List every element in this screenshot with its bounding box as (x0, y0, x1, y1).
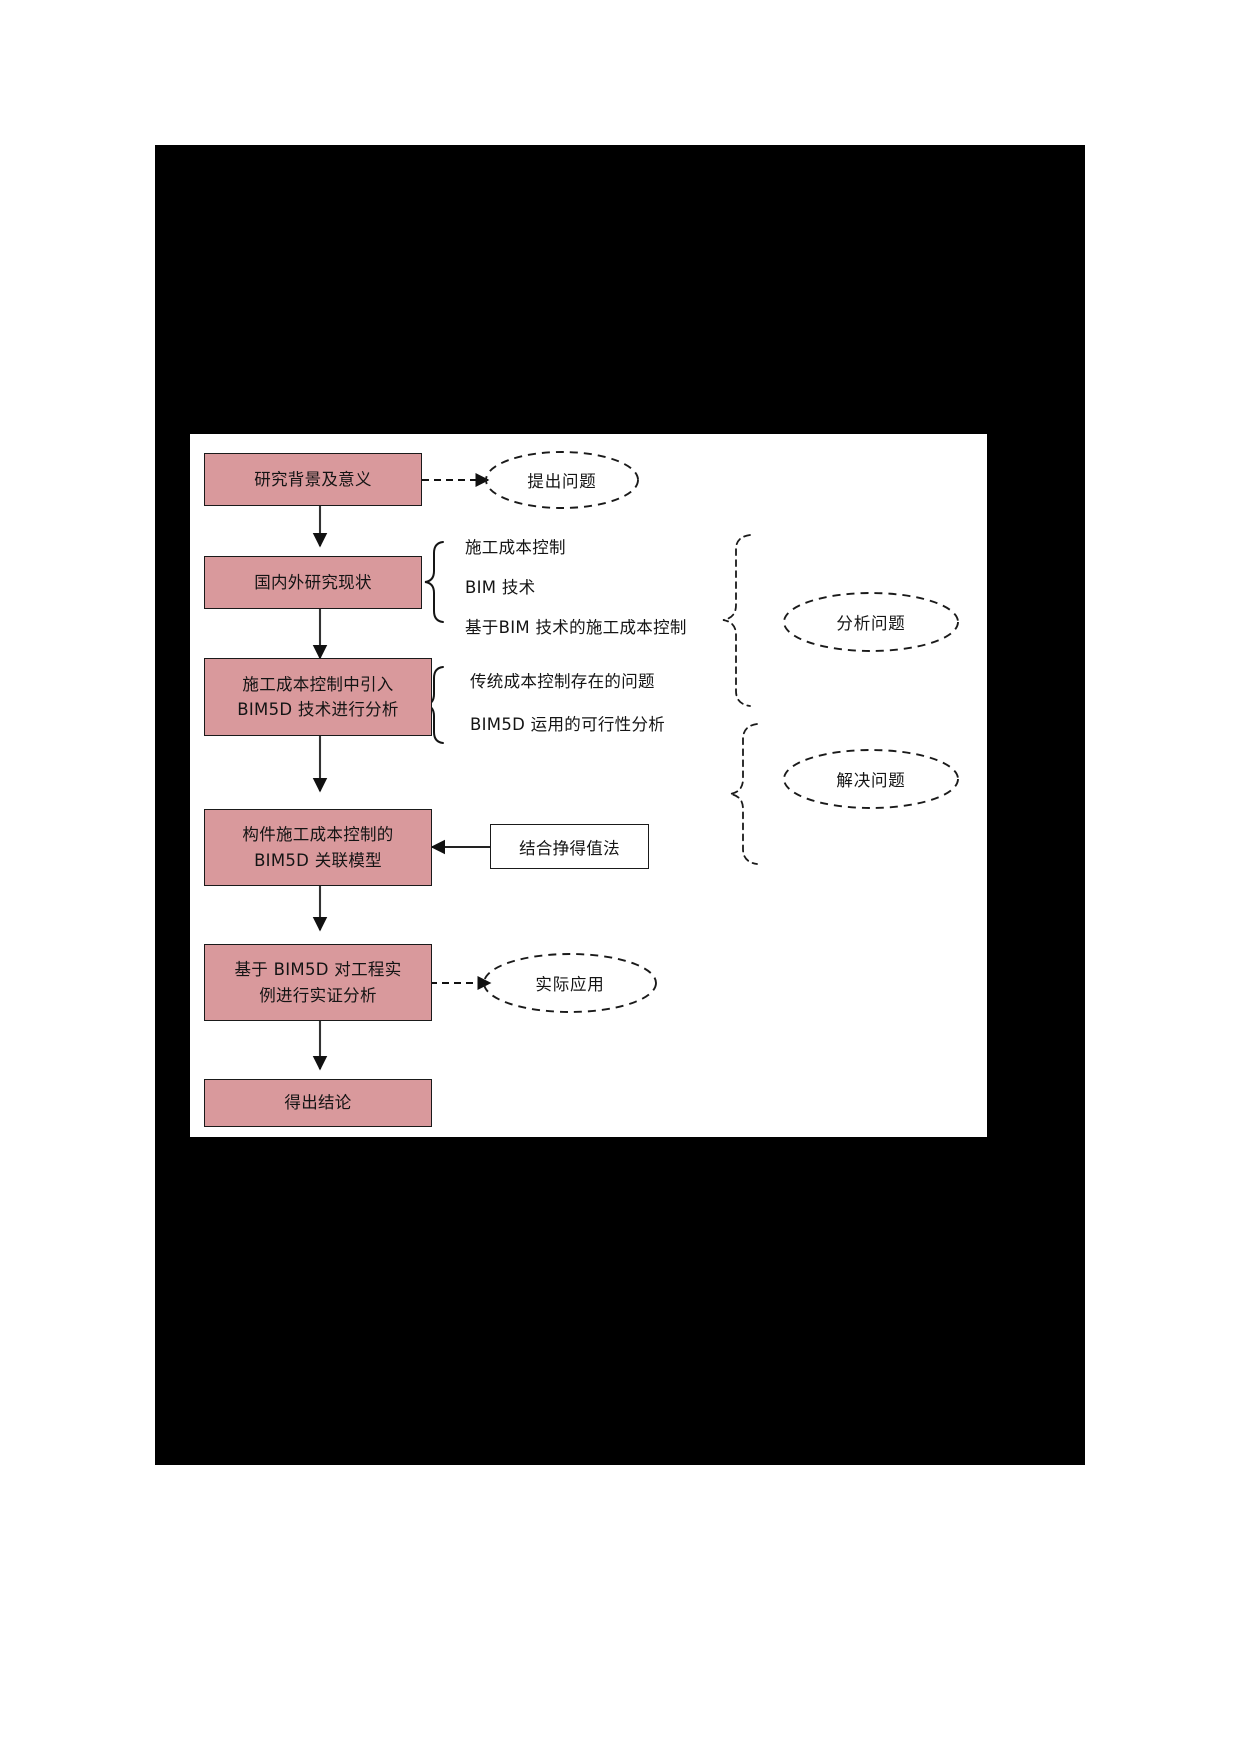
process-box-introduce-bim5d[interactable]: 施工成本控制中引入 BIM5D 技术进行分析 (204, 658, 432, 736)
flowchart-canvas: 研究背景及意义 国内外研究现状 施工成本控制中引入 BIM5D 技术进行分析 构… (190, 434, 987, 1137)
process-box-line: 构件施工成本控制的 (242, 825, 394, 845)
process-box-line: 基于 BIM5D 对工程实 (234, 960, 402, 980)
process-box-line: 例进行实证分析 (259, 985, 377, 1005)
branch-item-intro-1: BIM5D 运用的可行性分析 (470, 711, 665, 735)
ellipse-raise-problem[interactable]: 提出问题 (486, 452, 638, 508)
process-box-line: 研究背景及意义 (254, 469, 372, 489)
branch-item-label: 基于BIM 技术的施工成本控制 (465, 618, 687, 637)
ellipse-label: 实际应用 (535, 975, 605, 994)
branch-item-status-2: 基于BIM 技术的施工成本控制 (465, 614, 687, 638)
process-box-case-study[interactable]: 基于 BIM5D 对工程实 例进行实证分析 (204, 944, 432, 1021)
branch-item-label: BIM5D 运用的可行性分析 (470, 715, 666, 734)
process-box-line: 得出结论 (284, 1093, 352, 1113)
ellipse-label: 解决问题 (836, 771, 906, 790)
ellipse-solve-problem[interactable]: 解决问题 (784, 750, 958, 808)
branch-item-status-1: BIM 技术 (465, 574, 535, 598)
branch-item-label: 传统成本控制存在的问题 (470, 672, 655, 691)
process-box-association-model[interactable]: 构件施工成本控制的 BIM5D 关联模型 (204, 809, 432, 886)
process-box-line: 国内外研究现状 (254, 572, 372, 592)
ellipse-label: 分析问题 (836, 614, 906, 633)
process-box-line: BIM5D 关联模型 (254, 850, 382, 870)
branch-item-intro-0: 传统成本控制存在的问题 (470, 668, 655, 692)
ellipse-label: 提出问题 (527, 472, 597, 491)
process-box-line: 施工成本控制中引入 (242, 674, 394, 694)
branch-item-label: BIM 技术 (465, 578, 536, 597)
branch-item-label: 施工成本控制 (465, 538, 566, 557)
branch-item-status-0: 施工成本控制 (465, 534, 566, 558)
process-box-conclusion[interactable]: 得出结论 (204, 1079, 432, 1127)
ellipse-practical-application[interactable]: 实际应用 (484, 954, 656, 1012)
note-box-label: 结合挣得值法 (519, 838, 620, 858)
ellipse-analyze-problem[interactable]: 分析问题 (784, 593, 958, 651)
note-box-earned-value-method[interactable]: 结合挣得值法 (490, 824, 649, 869)
process-box-research-background[interactable]: 研究背景及意义 (204, 453, 422, 506)
process-box-line: BIM5D 技术进行分析 (237, 700, 399, 719)
process-box-research-status[interactable]: 国内外研究现状 (204, 556, 422, 609)
